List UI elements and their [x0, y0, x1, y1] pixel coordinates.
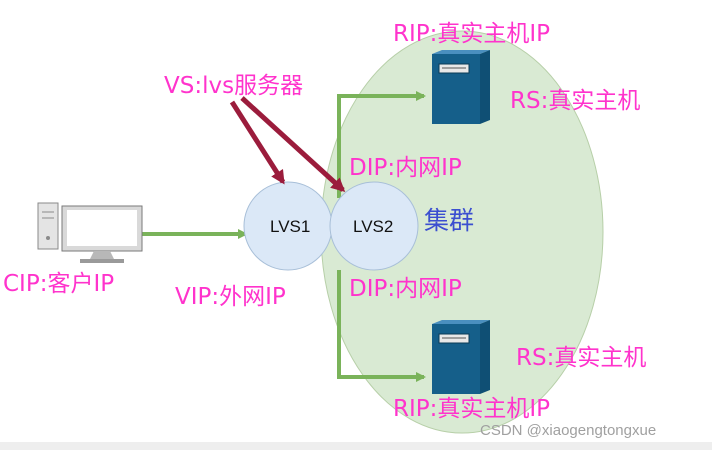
lvs2-label: LVS2	[353, 217, 394, 236]
lvs2-circle	[329, 181, 419, 271]
rs-bottom-label: RS:真实主机	[516, 345, 647, 371]
server-top-icon	[432, 50, 490, 124]
rip-top-label: RIP:真实主机IP	[393, 21, 551, 47]
lvs-to-bottom-server-arrow	[337, 270, 426, 382]
vip-label: VIP:外网IP	[175, 284, 286, 310]
rip-bottom-label: RIP:真实主机IP	[393, 396, 551, 422]
vs-arrows	[229, 96, 346, 193]
green-connections	[142, 91, 426, 382]
lvs-to-top-server-arrow	[337, 91, 426, 198]
bottom-strip	[0, 442, 712, 450]
client-computer-icon	[37, 202, 143, 263]
csdn-watermark: CSDN @xiaogengtongxue	[480, 422, 657, 439]
server-bottom-icon	[432, 320, 490, 394]
lvs1-label: LVS1	[270, 217, 311, 236]
dip-top-label: DIP:内网IP	[349, 155, 462, 181]
cip-label: CIP:客户IP	[3, 271, 115, 297]
dip-bottom-label: DIP:内网IP	[349, 276, 462, 302]
vs-to-lvs1-arrow	[229, 100, 286, 185]
rs-top-label: RS:真实主机	[510, 88, 641, 114]
vs-to-lvs2-arrow	[240, 96, 346, 193]
cluster-label: 集群	[424, 206, 475, 235]
vs-label: VS:lvs服务器	[164, 73, 304, 99]
